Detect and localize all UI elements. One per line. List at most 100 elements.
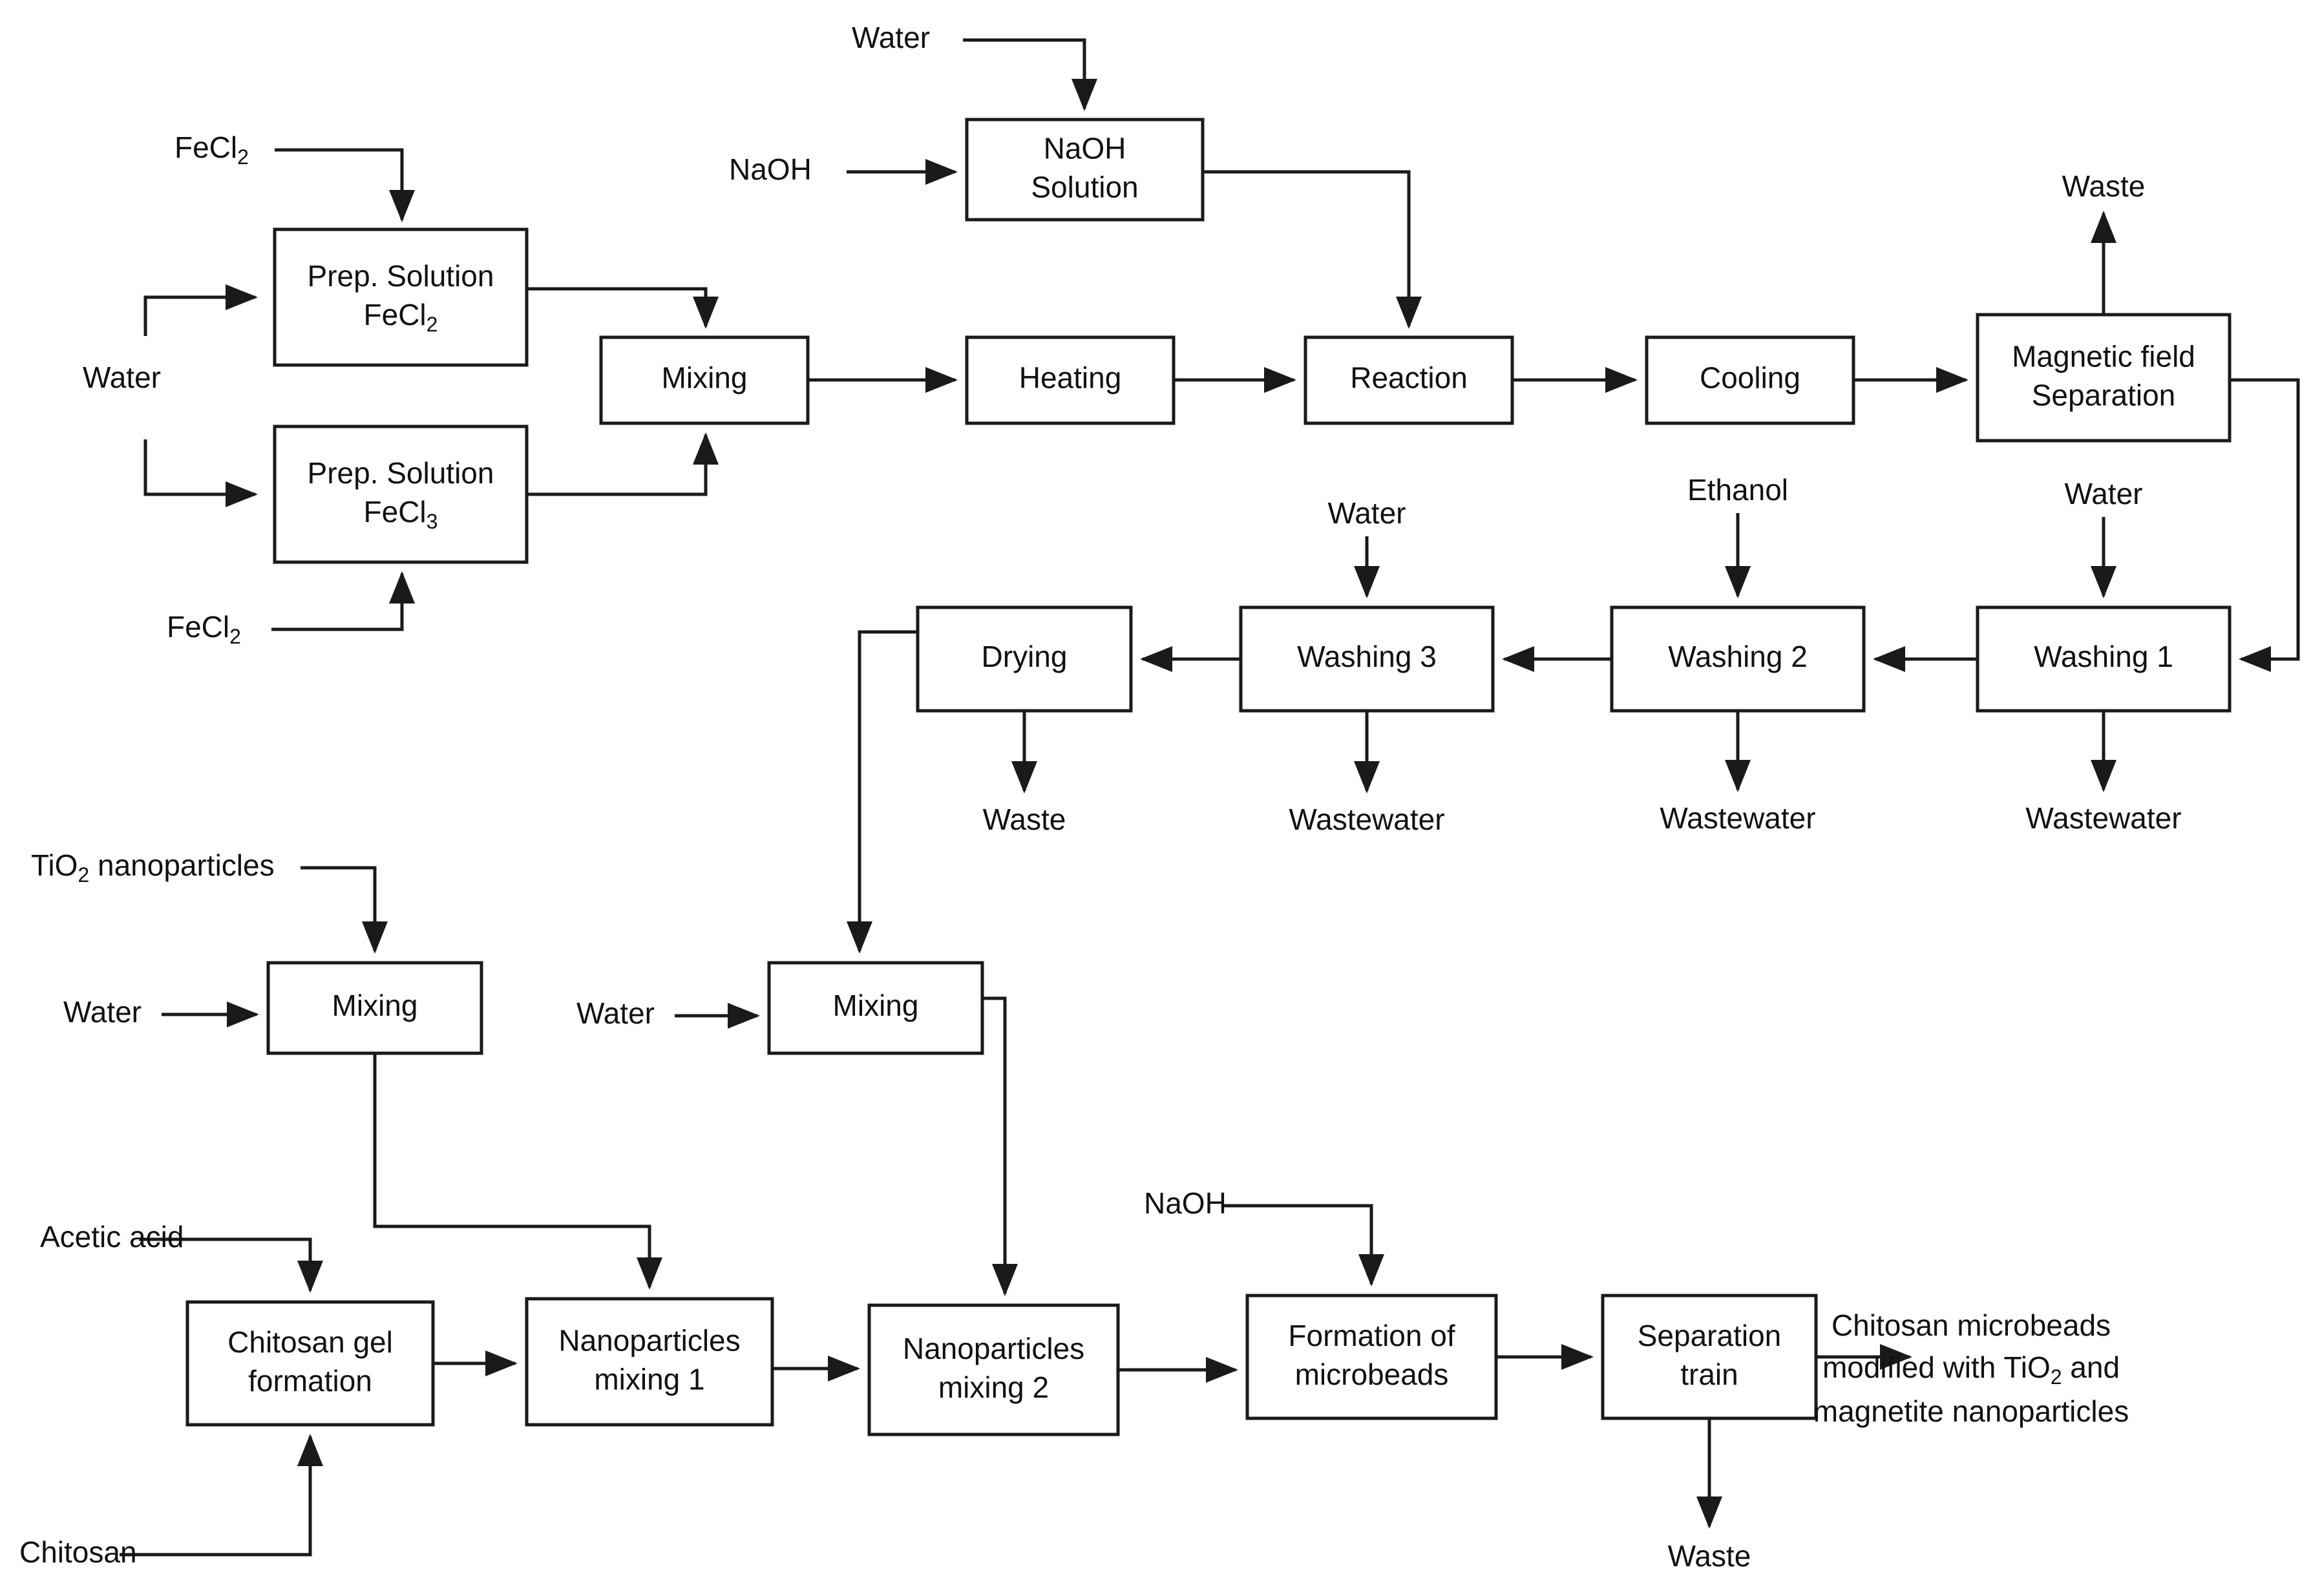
stream-label-fecl2_bottom: FeCl2 xyxy=(167,610,241,648)
box-label2-np_mixing2: mixing 2 xyxy=(938,1370,1049,1404)
box-outline-prep_fecl3 xyxy=(273,425,529,564)
box-outline-heating xyxy=(965,335,1176,425)
box-label-chitosan_gel: Chitosan gel xyxy=(227,1325,393,1359)
box-label-naoh_solution: NaOH xyxy=(1044,132,1126,165)
process-box-mixing_magnetite[interactable]: Mixing xyxy=(767,961,984,1055)
process-box-np_mixing2[interactable]: Nanoparticles mixing 2 xyxy=(867,1303,1120,1436)
connector-tio2-to-mixing xyxy=(301,866,388,954)
process-box-drying[interactable]: Drying xyxy=(916,605,1133,713)
box-label2-magnetic_sep: Separation xyxy=(2032,379,2176,412)
stream-label-ethanol_wash2: Ethanol xyxy=(1687,473,1788,507)
process-box-washing3[interactable]: Washing 3 xyxy=(1239,605,1495,713)
connector-chitosan-to-gel xyxy=(120,1433,323,1557)
box-label-np_mixing2: Nanoparticles xyxy=(903,1332,1084,1365)
box-outline-chitosan_gel xyxy=(185,1300,435,1427)
box-outline-prep_fecl2 xyxy=(273,227,529,367)
box-label-separation_train: Separation xyxy=(1638,1319,1782,1352)
box-label2-formation_beads: microbeads xyxy=(1295,1358,1449,1391)
box-outline-mixing_tio2 xyxy=(266,961,483,1055)
stream-label-tio2_np: TiO2 nanoparticles xyxy=(31,848,275,887)
connector-fecl2b-to-prep-fecl3 xyxy=(271,571,415,631)
stream-label-water_left_split: Water xyxy=(83,361,161,394)
connector-drying-to-mixing-mag xyxy=(847,630,918,954)
box-outline-mixing_top xyxy=(599,335,810,425)
stream-label-wastewater_2: Wastewater xyxy=(1660,801,1815,835)
stream-label-waste_sep_train: Waste xyxy=(1668,1539,1751,1573)
stream-label-product_line1: Chitosan microbeads xyxy=(1831,1308,2111,1342)
box-label2-prep_fecl3: FeCl3 xyxy=(364,495,438,533)
box-label-cooling: Cooling xyxy=(1700,361,1800,395)
box-label-np_mixing1: Nanoparticles xyxy=(558,1324,740,1358)
box-label-mixing_tio2: Mixing xyxy=(332,989,418,1022)
box-label-washing2: Washing 2 xyxy=(1668,640,1808,673)
stream-label-product_line2: modified with TiO2 and xyxy=(1822,1350,2120,1389)
connector-naoh-to-formation xyxy=(1221,1204,1384,1287)
box-label2-prep_fecl2: FeCl2 xyxy=(364,298,438,336)
connector-fecl2-to-prep-fecl2 xyxy=(275,148,415,223)
box-label-formation_beads: Formation of xyxy=(1288,1319,1455,1352)
stream-label-waste_magsep: Waste xyxy=(2062,169,2146,203)
box-outline-mixing_magnetite xyxy=(767,961,984,1055)
box-outline-washing2 xyxy=(1610,605,1866,713)
connector-magsep-to-washing1 xyxy=(2230,378,2300,672)
box-label-heating: Heating xyxy=(1019,361,1122,395)
process-box-formation_beads[interactable]: Formation of microbeads xyxy=(1245,1294,1498,1420)
stream-label-wastewater_1: Wastewater xyxy=(2025,801,2181,835)
box-label2-naoh_solution: Solution xyxy=(1031,171,1138,204)
process-box-naoh_solution[interactable]: NaOH Solution xyxy=(965,118,1205,222)
stream-label-water_wash3: Water xyxy=(1328,496,1406,530)
stream-label-product_line3: magnetite nanoparticles xyxy=(1813,1394,2129,1428)
process-box-mixing_tio2[interactable]: Mixing xyxy=(266,961,483,1055)
stream-label-acetic_acid: Acetic acid xyxy=(40,1220,184,1254)
box-label-mixing_magnetite: Mixing xyxy=(833,989,919,1022)
connector-mixingmag-to-npmix2 xyxy=(982,996,1018,1297)
box-outline-formation_beads xyxy=(1245,1294,1498,1420)
box-outline-reaction xyxy=(1303,335,1514,425)
box-outline-cooling xyxy=(1645,335,1855,425)
box-label-washing1: Washing 1 xyxy=(2034,640,2173,673)
stream-label-waste_drying: Waste xyxy=(983,803,1066,836)
box-label2-chitosan_gel: formation xyxy=(248,1364,372,1398)
process-box-mixing_top[interactable]: Mixing xyxy=(599,335,810,425)
stream-label-water_mix_tio2: Water xyxy=(63,995,142,1029)
box-outline-np_mixing2 xyxy=(867,1303,1120,1436)
stream-label-naoh_feed: NaOH xyxy=(729,152,812,186)
box-outline-magnetic_sep xyxy=(1976,313,2232,443)
stream-label-chitosan_feed: Chitosan xyxy=(19,1535,137,1569)
connector-water-split-up xyxy=(143,284,259,336)
stream-label-water_naoh: Water xyxy=(852,21,930,54)
process-box-cooling[interactable]: Cooling xyxy=(1645,335,1855,425)
stream-label-water_mix_mag: Water xyxy=(576,996,655,1030)
connector-naohsol-to-reaction xyxy=(1203,170,1422,330)
stream-label-wastewater_3: Wastewater xyxy=(1289,803,1444,836)
process-box-chitosan_gel[interactable]: Chitosan gel formation xyxy=(185,1300,435,1427)
box-label-washing3: Washing 3 xyxy=(1297,640,1437,673)
box-outline-washing3 xyxy=(1239,605,1495,713)
process-box-washing2[interactable]: Washing 2 xyxy=(1610,605,1866,713)
stream-label-fecl2_top: FeCl2 xyxy=(174,131,249,169)
connector-prepfecl3-to-mixing xyxy=(527,432,719,496)
box-outline-np_mixing1 xyxy=(525,1297,774,1427)
box-label-prep_fecl2: Prep. Solution xyxy=(308,259,494,293)
connector-prepfecl2-to-mixing xyxy=(527,287,719,330)
box-outline-naoh_solution xyxy=(965,118,1205,222)
connector-aceticacid-to-gel xyxy=(139,1237,323,1294)
process-box-reaction[interactable]: Reaction xyxy=(1303,335,1514,425)
box-outline-separation_train xyxy=(1601,1294,1818,1420)
process-box-heating[interactable]: Heating xyxy=(965,335,1176,425)
box-label-drying: Drying xyxy=(982,640,1068,673)
process-box-washing1[interactable]: Washing 1 xyxy=(1976,605,2232,713)
connector-water-to-naohsol xyxy=(963,38,1097,112)
box-label-magnetic_sep: Magnetic field xyxy=(2012,340,2195,373)
stream-label-naoh_beads: NaOH xyxy=(1144,1186,1227,1220)
box-label-prep_fecl3: Prep. Solution xyxy=(308,456,494,490)
stream-label-water_wash1: Water xyxy=(2065,477,2143,510)
